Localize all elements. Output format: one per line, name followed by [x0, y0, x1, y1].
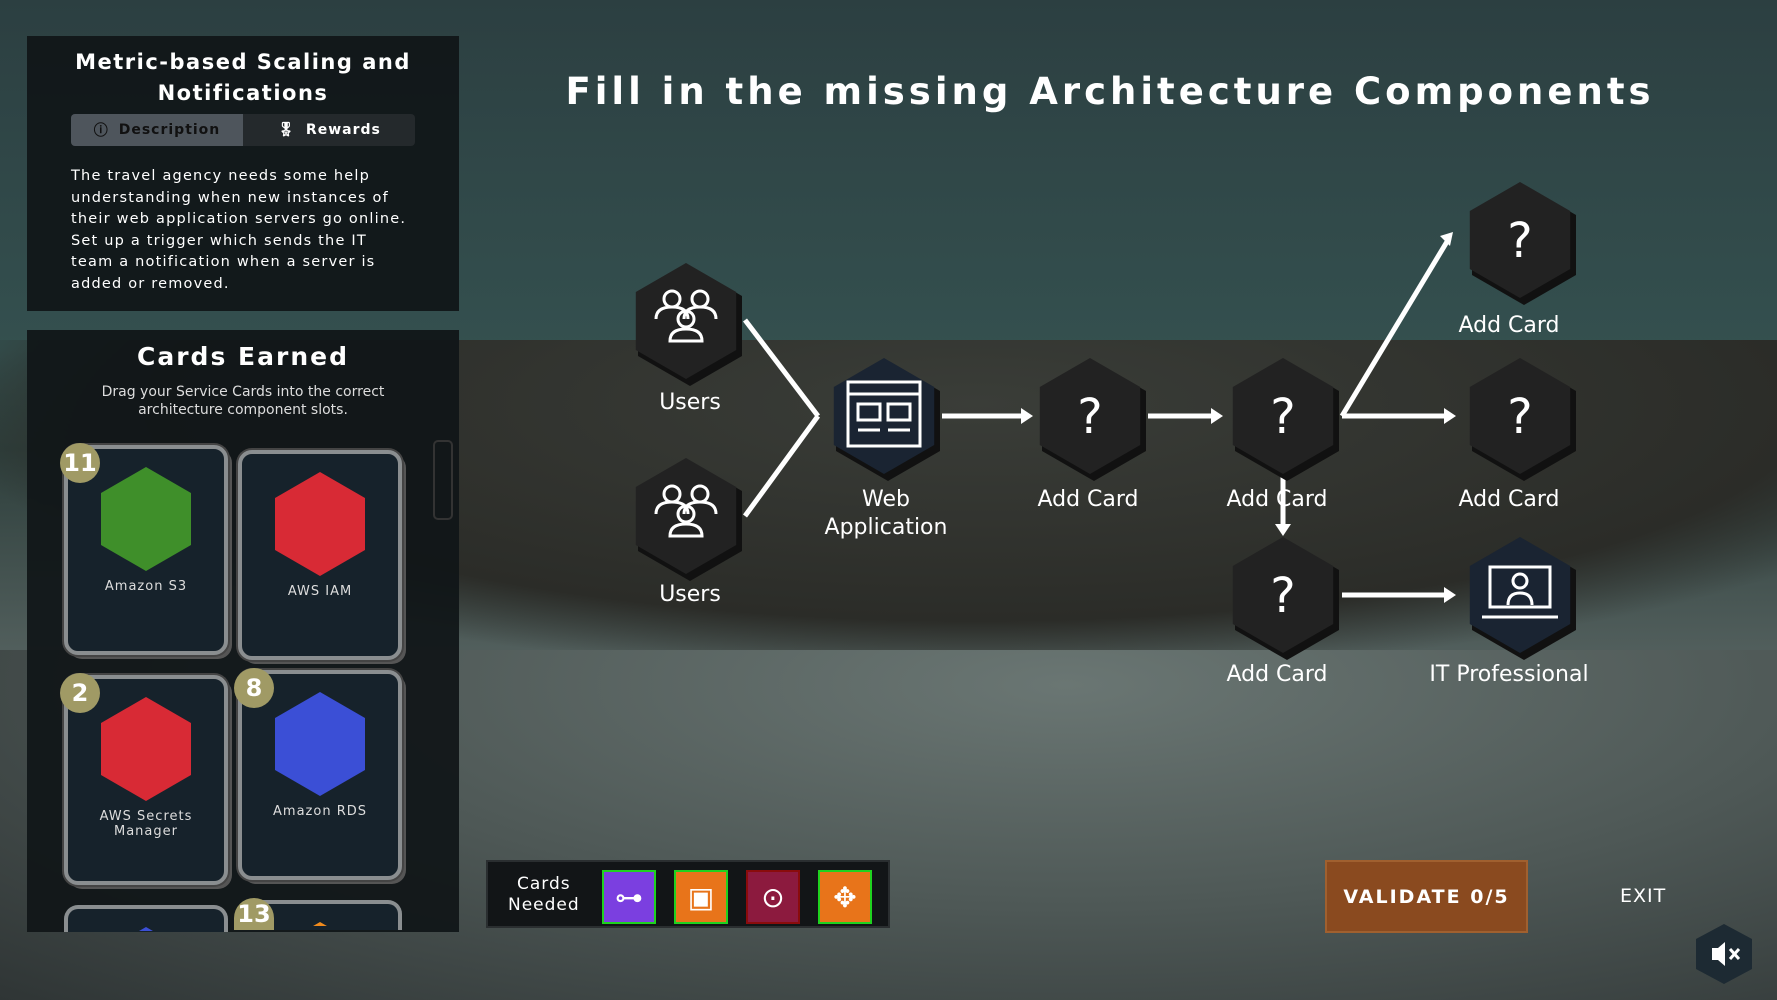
info-icon: ⓘ: [93, 123, 109, 139]
question-mark: ?: [1270, 568, 1295, 624]
question-mark: ?: [1507, 213, 1532, 269]
scrollbar[interactable]: [433, 440, 453, 520]
slot-label: Add Card: [1458, 487, 1560, 512]
tab-label: Rewards: [305, 122, 381, 138]
mission-description: The travel agency needs some help unders…: [71, 168, 407, 292]
label-line: Web: [862, 487, 910, 512]
label-line: Needed: [508, 895, 580, 915]
cards-earned-title: Cards Earned: [137, 342, 349, 371]
mission-tabs: ⓘ Description 🎖 Rewards: [71, 114, 415, 146]
users-node: [635, 263, 742, 386]
needed-card-elb: ⊶: [602, 870, 656, 924]
ec2-icon: ▣: [687, 880, 715, 914]
label-line: Application: [824, 515, 948, 540]
validate-button[interactable]: VALIDATE 0/5: [1325, 860, 1528, 933]
card-label: Amazon S3: [104, 579, 188, 594]
service-icon: [275, 692, 365, 796]
users-icon: [654, 484, 718, 538]
sns-icon: ⊙: [761, 880, 785, 914]
mute-button[interactable]: [1694, 922, 1754, 986]
award-icon: 🎖: [277, 122, 296, 138]
card-label: AWS IAM: [287, 584, 353, 599]
question-mark: ?: [1507, 389, 1532, 445]
card-label: Amazon RDS: [273, 804, 367, 819]
tab-rewards[interactable]: 🎖 Rewards: [243, 114, 415, 146]
card-slot[interactable]: ?: [1232, 537, 1339, 660]
it-professional-node: [1469, 537, 1576, 660]
autoscaling-icon: ✥: [833, 880, 857, 914]
tab-description[interactable]: ⓘ Description: [71, 114, 243, 146]
question-mark: ?: [1270, 389, 1295, 445]
web-application-icon: [846, 380, 922, 448]
service-card[interactable]: [64, 905, 228, 932]
card-slot[interactable]: ?: [1469, 358, 1576, 481]
users-label: Users: [659, 582, 721, 607]
card-count-badge: 13: [234, 898, 274, 930]
it-professional-icon: [1482, 565, 1558, 619]
needed-card-autoscaling: ✥: [818, 870, 872, 924]
it-professional-label: IT Professional: [1429, 662, 1589, 687]
service-icon: [313, 922, 327, 926]
cards-hint: Drag your Service Cards into the correct…: [101, 384, 385, 418]
service-icon: [101, 467, 191, 571]
service-card[interactable]: Amazon RDS 8: [234, 668, 402, 880]
card-count-badge: 8: [234, 668, 274, 708]
service-card[interactable]: Amazon S3 11: [60, 443, 228, 655]
cards-earned-panel: Cards Earned Drag your Service Cards int…: [27, 330, 459, 932]
users-icon: [654, 289, 718, 343]
slot-label: Add Card: [1458, 313, 1560, 338]
service-icon: [275, 472, 365, 576]
card-slot[interactable]: ?: [1039, 358, 1146, 481]
label-line: Cards: [517, 874, 571, 894]
card-label: AWS Secrets Manager: [99, 809, 193, 839]
web-application-node: [833, 358, 940, 481]
slot-label: Add Card: [1037, 487, 1139, 512]
tab-label: Description: [118, 122, 221, 138]
diagram-title: Fill in the missing Architecture Compone…: [565, 70, 1655, 113]
slot-label: Add Card: [1226, 487, 1328, 512]
speaker-muted-icon: [1712, 942, 1741, 966]
elb-icon: ⊶: [615, 880, 643, 914]
exit-button[interactable]: EXIT: [1620, 885, 1667, 907]
question-mark: ?: [1077, 389, 1102, 445]
service-card[interactable]: AWS Secrets Manager 2: [60, 673, 228, 885]
connectors: [742, 238, 1451, 598]
users-node: [635, 458, 742, 581]
card-count-badge: 11: [60, 443, 100, 483]
mission-panel: Metric-based Scaling and Notifications ⓘ…: [27, 36, 459, 311]
users-label: Users: [659, 390, 721, 415]
card-count-badge: 2: [60, 673, 100, 713]
needed-card-ec2: ▣: [674, 870, 728, 924]
service-icon: [139, 927, 153, 931]
card-slot[interactable]: ?: [1232, 358, 1339, 481]
card-slot[interactable]: ?: [1469, 182, 1576, 305]
service-card[interactable]: AWS IAM: [238, 450, 402, 660]
mission-title: Metric-based Scaling and Notifications: [75, 50, 411, 105]
arrowheads: [1021, 232, 1456, 603]
service-icon: [101, 697, 191, 801]
needed-card-sns: ⊙: [746, 870, 800, 924]
slot-label: Add Card: [1226, 662, 1328, 687]
service-card[interactable]: 13: [234, 898, 402, 930]
